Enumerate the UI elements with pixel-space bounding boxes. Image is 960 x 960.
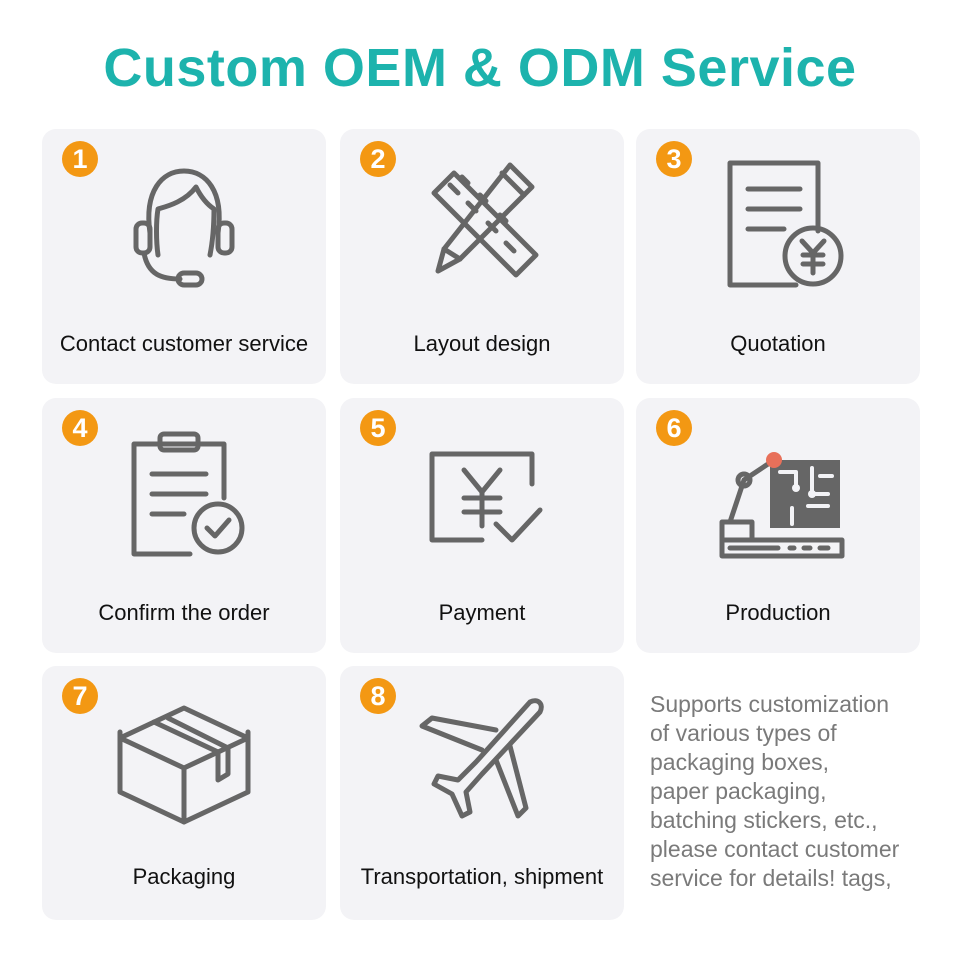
step-card-6: 6 Production [636, 398, 920, 653]
yen-check-icon [412, 420, 552, 560]
step-card-5: 5 Payment [340, 398, 624, 653]
headset-agent-icon [114, 151, 254, 291]
step-card-2: 2 Layout design [340, 129, 624, 384]
step-label: Transportation, shipment [360, 864, 604, 889]
step-card-1: 1 Contact customer service [42, 129, 326, 384]
step-number-badge: 5 [360, 410, 396, 446]
airplane-icon [412, 688, 552, 828]
step-number-badge: 8 [360, 678, 396, 714]
step-card-7: 7 Packaging [42, 666, 326, 920]
customization-note: Supports customization of various types … [650, 690, 930, 893]
box-icon [114, 688, 254, 828]
step-label: Packaging [132, 864, 236, 889]
step-number-badge: 2 [360, 141, 396, 177]
step-label: Layout design [413, 331, 551, 356]
document-yen-icon [708, 151, 848, 291]
note-line: service for details! tags, [650, 865, 892, 891]
step-label: Payment [438, 600, 526, 625]
step-label: Confirm the order [98, 600, 270, 625]
step-number-badge: 6 [656, 410, 692, 446]
note-line: Supports customization [650, 691, 890, 717]
step-number-badge: 7 [62, 678, 98, 714]
pencil-ruler-icon [412, 151, 552, 291]
note-line: of various types of [650, 720, 837, 746]
note-line: batching stickers, etc., [650, 807, 878, 833]
robot-arm-factory-icon [708, 420, 848, 560]
clipboard-check-icon [114, 420, 254, 560]
step-card-4: 4 Confirm the order [42, 398, 326, 653]
step-card-3: 3 Quotation [636, 129, 920, 384]
note-line: paper packaging, [650, 778, 827, 804]
step-label: Contact customer service [59, 331, 309, 356]
step-number-badge: 3 [656, 141, 692, 177]
page-title: Custom OEM & ODM Service [103, 38, 857, 98]
note-line: packaging boxes, [650, 749, 830, 775]
step-number-badge: 1 [62, 141, 98, 177]
step-label: Quotation [730, 331, 826, 356]
step-card-8: 8 Transportation, shipment [340, 666, 624, 920]
note-line: please contact customer [650, 836, 900, 862]
step-label: Production [725, 600, 831, 625]
step-number-badge: 4 [62, 410, 98, 446]
